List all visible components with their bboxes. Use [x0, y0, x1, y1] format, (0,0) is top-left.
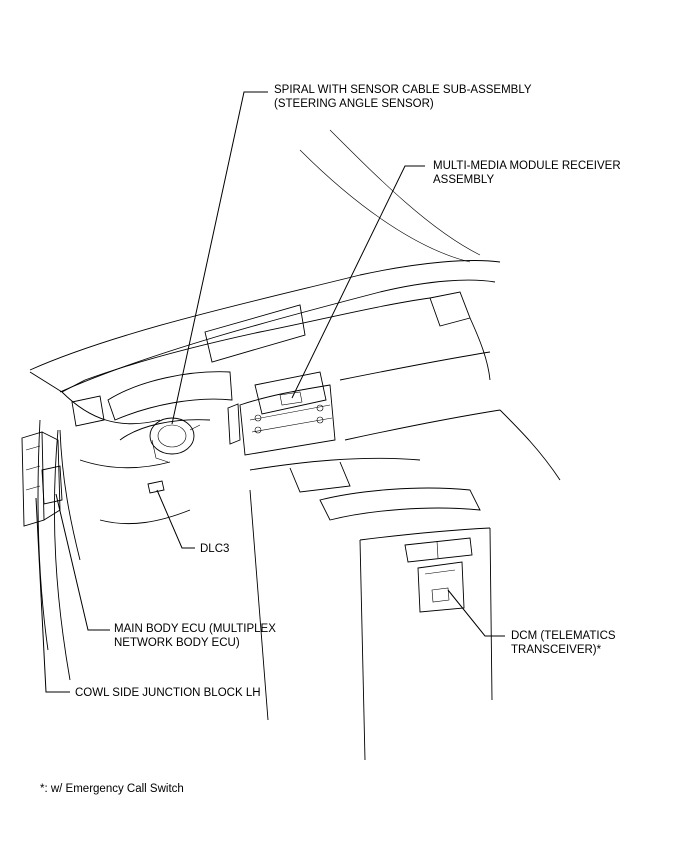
dcm-module [417, 561, 465, 613]
cowl-side-junction-block-label-text: COWL SIDE JUNCTION BLOCK LH [75, 687, 261, 699]
spiral-label-line1: SPIRAL WITH SENSOR CABLE SUB-ASSEMBLY [274, 84, 532, 96]
cowl-side-junction-block [21, 431, 61, 527]
spiral-label-line2: (STEERING ANGLE SENSOR) [274, 98, 434, 110]
dlc3-label: DLC3 [200, 542, 229, 556]
dcm-label: DCM (TELEMATICS TRANSCEIVER)* [511, 629, 616, 657]
multimedia-receiver-label: MULTI-MEDIA MODULE RECEIVER ASSEMBLY [433, 159, 621, 187]
a-pillar [37, 419, 71, 681]
footnote-text: *: w/ Emergency Call Switch [40, 783, 184, 795]
main-body-ecu-label-line2: NETWORK BODY ECU) [114, 637, 240, 649]
dcm-label-line1: DCM (TELEMATICS [511, 630, 616, 642]
dcm-label-line2: TRANSCEIVER)* [511, 644, 602, 656]
dlc3-label-text: DLC3 [200, 543, 230, 555]
dlc3-connector [147, 480, 165, 494]
main-body-ecu-label: MAIN BODY ECU (MULTIPLEX NETWORK BODY EC… [114, 622, 276, 650]
center-console [249, 457, 493, 761]
instrument-cluster [59, 371, 233, 561]
windshield-outline [29, 129, 501, 393]
steering-spiral [149, 417, 201, 463]
spiral-label: SPIRAL WITH SENSOR CABLE SUB-ASSEMBLY (S… [274, 83, 532, 111]
footnote: *: w/ Emergency Call Switch [40, 782, 184, 796]
multimedia-receiver-label-line2: ASSEMBLY [433, 174, 495, 186]
dashboard-outline [29, 291, 561, 481]
cowl-side-junction-block-label: COWL SIDE JUNCTION BLOCK LH [75, 686, 261, 700]
main-body-ecu [41, 465, 63, 505]
main-body-ecu-label-line1: MAIN BODY ECU (MULTIPLEX [114, 623, 276, 635]
leader-lines [35, 91, 505, 693]
center-stack [227, 371, 336, 456]
multimedia-receiver-label-line1: MULTI-MEDIA MODULE RECEIVER [433, 160, 621, 172]
